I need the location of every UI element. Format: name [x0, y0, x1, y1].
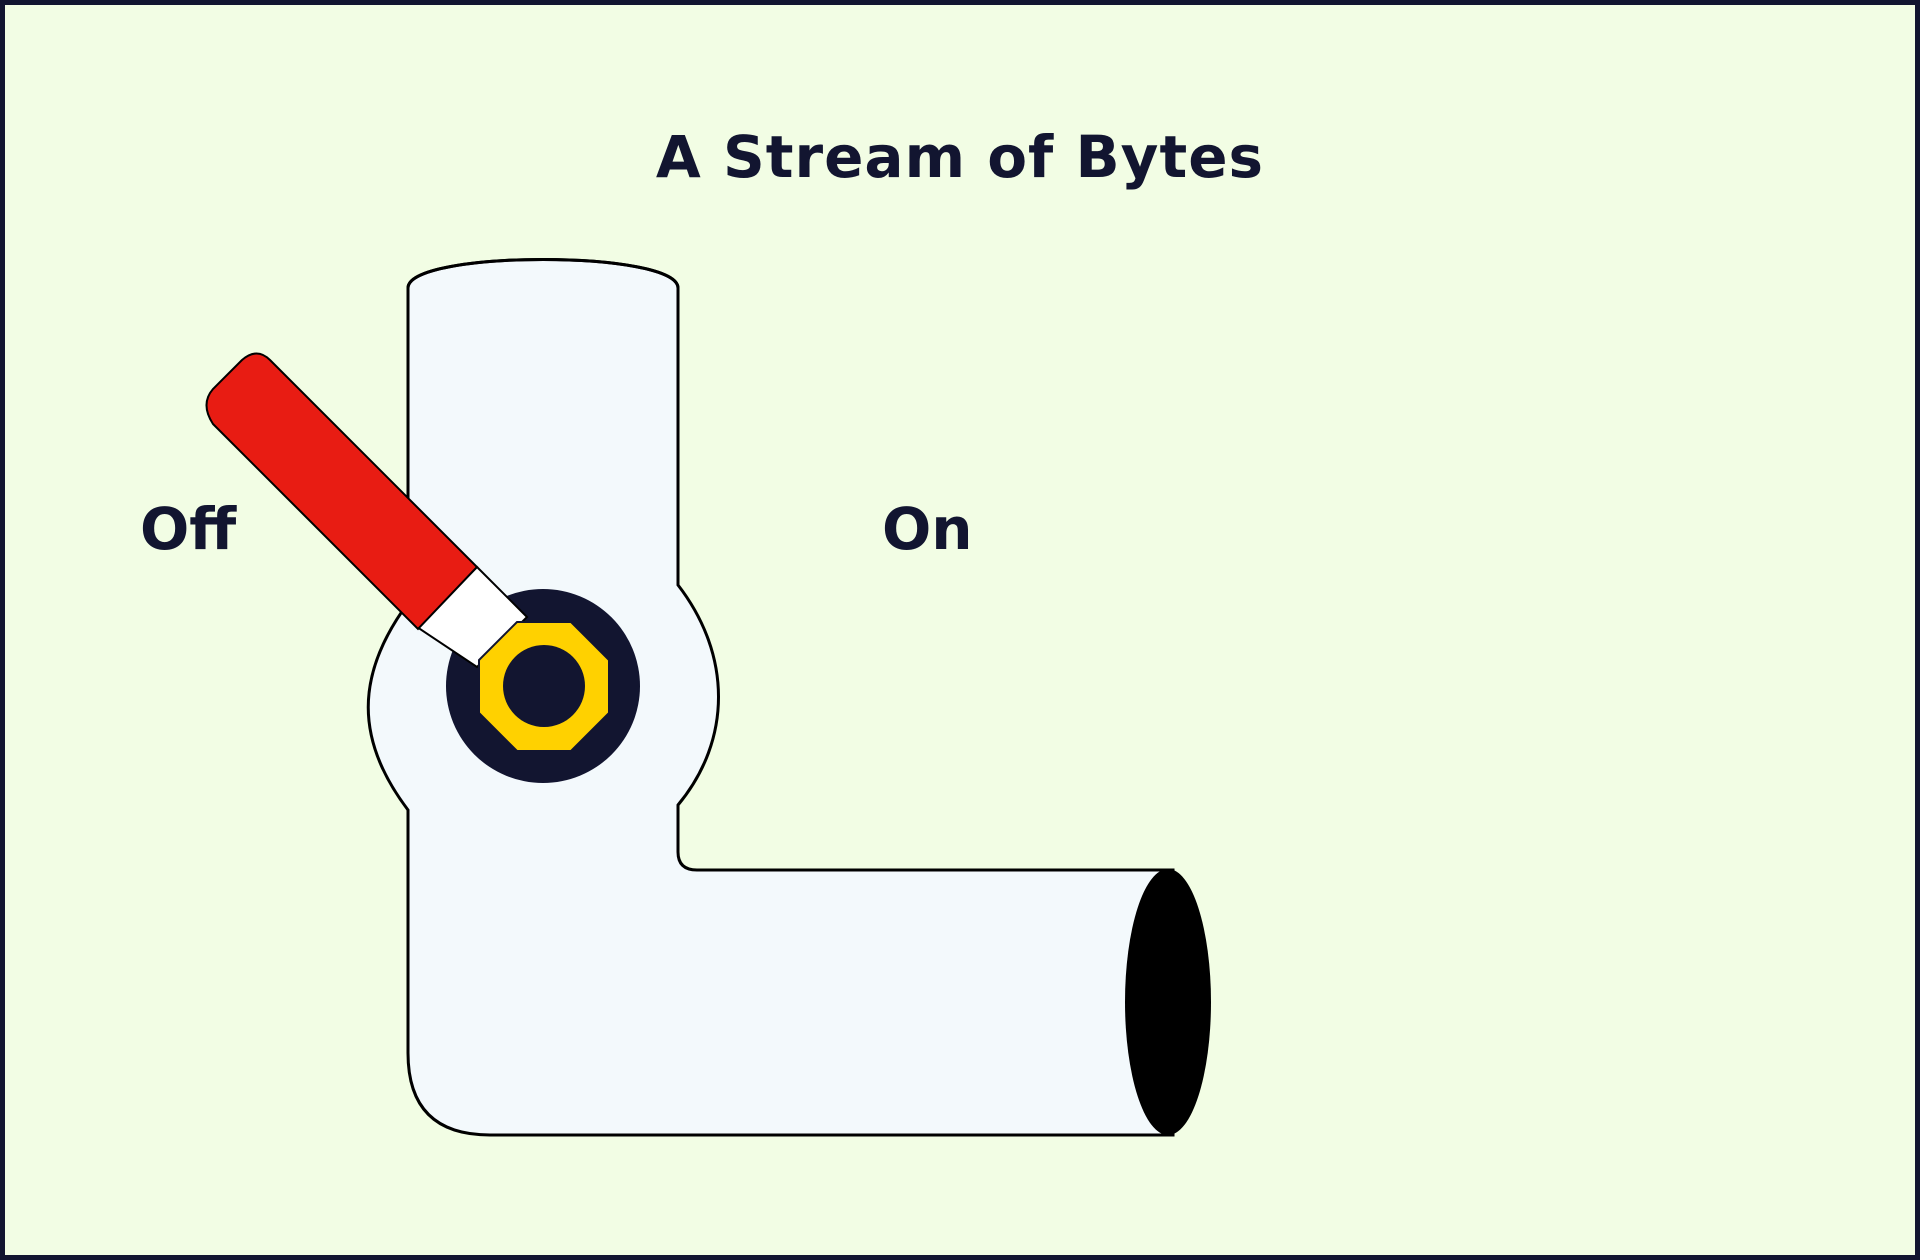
- valve-handle: [205, 352, 479, 631]
- on-label: On: [882, 495, 973, 563]
- pipe-top-rim: [406, 258, 680, 289]
- pipe-opening: [1125, 869, 1211, 1135]
- valve-nut-center: [503, 645, 585, 727]
- valve-diagram: [205, 258, 1211, 1137]
- diagram-title: A Stream of Bytes: [655, 123, 1265, 191]
- off-label: Off: [140, 495, 237, 563]
